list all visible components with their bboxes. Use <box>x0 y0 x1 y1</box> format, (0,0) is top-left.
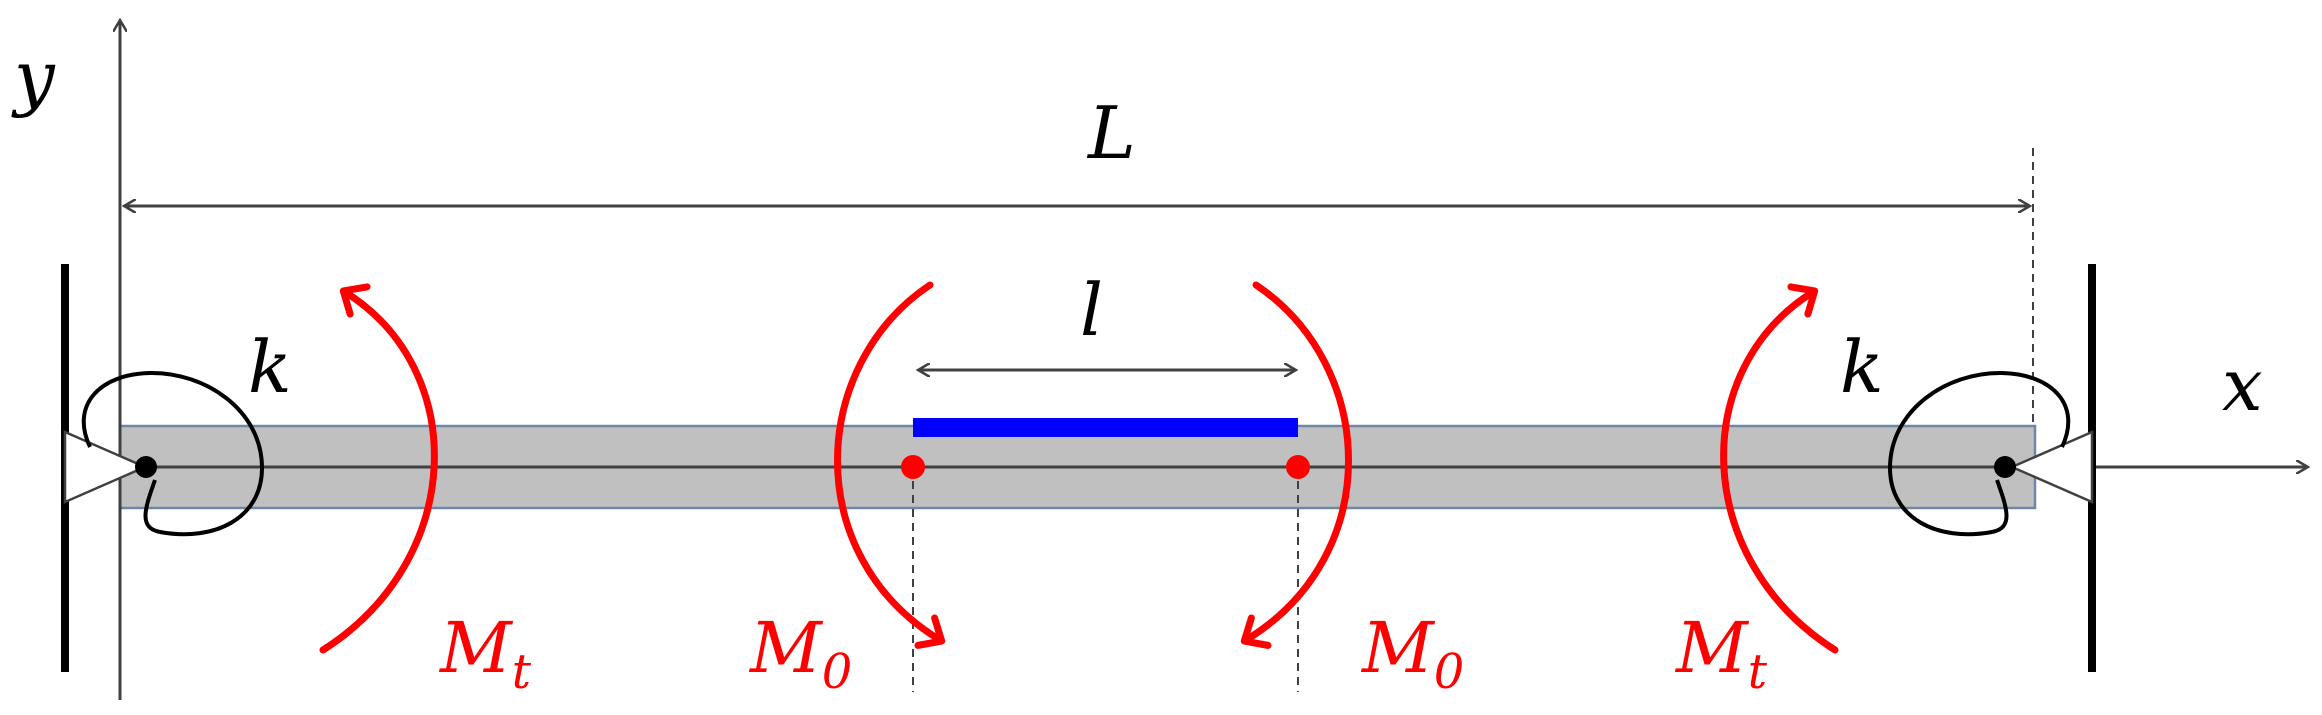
spring-right-label: k <box>1840 325 1884 409</box>
right-pin-joint <box>1994 456 2016 478</box>
sub-length-label: l <box>1080 268 1103 352</box>
moment-label-left-outer: Mt <box>438 607 532 700</box>
y-axis-label: y <box>11 35 56 119</box>
x-axis-label: x <box>2222 343 2263 427</box>
patch-end-point <box>1286 455 1310 479</box>
moment-arrow-left-outer <box>319 283 438 654</box>
patch-segment <box>913 418 1298 437</box>
rotational-spring-icon <box>81 370 265 537</box>
moment-label-left-inner: M0 <box>748 607 852 700</box>
moment-arrow-left-inner <box>834 281 946 649</box>
spring-left-label: k <box>248 325 292 409</box>
moment-arrow-right-inner <box>1240 281 1352 649</box>
rotational-spring-icon <box>1887 370 2071 537</box>
moment-label-right-inner: M0 <box>1360 607 1464 700</box>
left-pin-joint <box>135 456 157 478</box>
right-pin-support <box>2008 430 2094 504</box>
total-length-label: L <box>1086 91 1136 175</box>
moment-arrow-right-outer <box>1720 283 1839 654</box>
moment-label-right-outer: Mt <box>1674 607 1768 700</box>
left-pin-support <box>63 430 149 504</box>
patch-start-point <box>901 455 925 479</box>
